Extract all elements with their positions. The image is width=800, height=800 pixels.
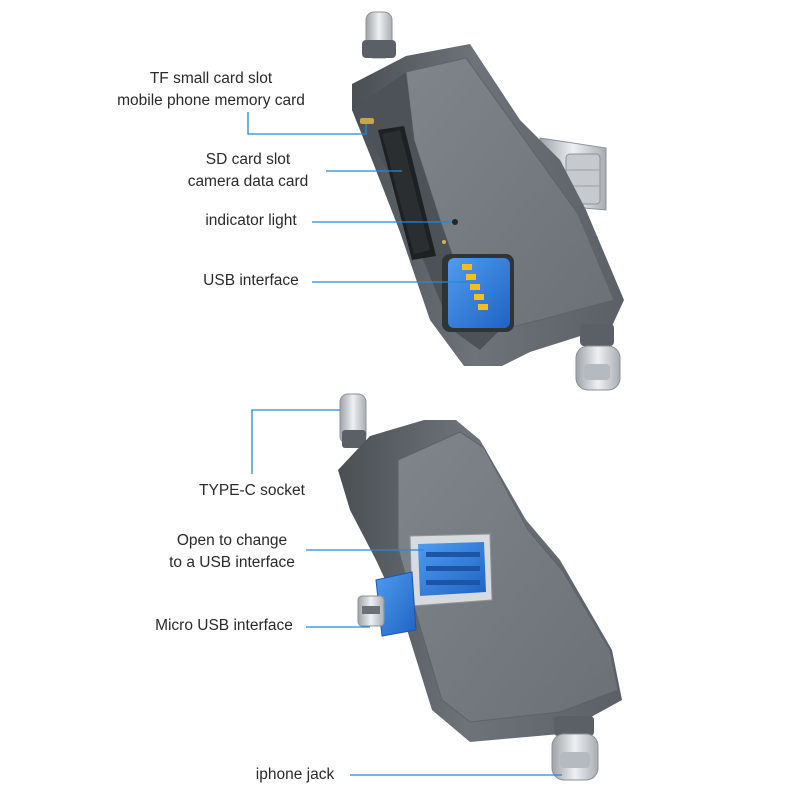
indicator-light-text: indicator light [205, 212, 297, 229]
micro-usb-label: Micro USB interface [140, 615, 308, 637]
card-reader-device-top-icon [352, 11, 624, 391]
open-change-line1: Open to change [176, 532, 288, 549]
iphone-jack-text: iphone jack [255, 766, 335, 783]
callout-lines [247, 112, 562, 776]
indicator-light-label: indicator light [192, 210, 310, 232]
typec-socket-text: TYPE-C socket [199, 482, 305, 499]
tf-slot-label: TF small card slot mobile phone memory c… [100, 68, 322, 112]
callout-typec-socket [251, 409, 340, 474]
usb-head-stripes [426, 552, 480, 585]
tf-slot-line1: TF small card slot [149, 70, 273, 87]
sd-slot-line1: SD card slot [205, 151, 291, 168]
usb-contacts-top [462, 264, 488, 310]
usb-interface-label: USB interface [190, 270, 312, 292]
sd-slot-line2: camera data card [187, 173, 309, 190]
typec-socket-label: TYPE-C socket [184, 480, 320, 502]
card-reader-device-bottom-icon [338, 393, 622, 781]
tf-slot-line2: mobile phone memory card [117, 92, 305, 109]
sd-slot-label: SD card slot camera data card [170, 149, 326, 193]
iphone-jack-label: iphone jack [240, 764, 350, 786]
micro-usb-text: Micro USB interface [155, 617, 293, 634]
open-change-label: Open to change to a USB interface [154, 530, 310, 574]
callout-tf-slot [247, 112, 367, 135]
open-change-line2: to a USB interface [169, 554, 295, 571]
usb-interface-text: USB interface [203, 272, 299, 289]
